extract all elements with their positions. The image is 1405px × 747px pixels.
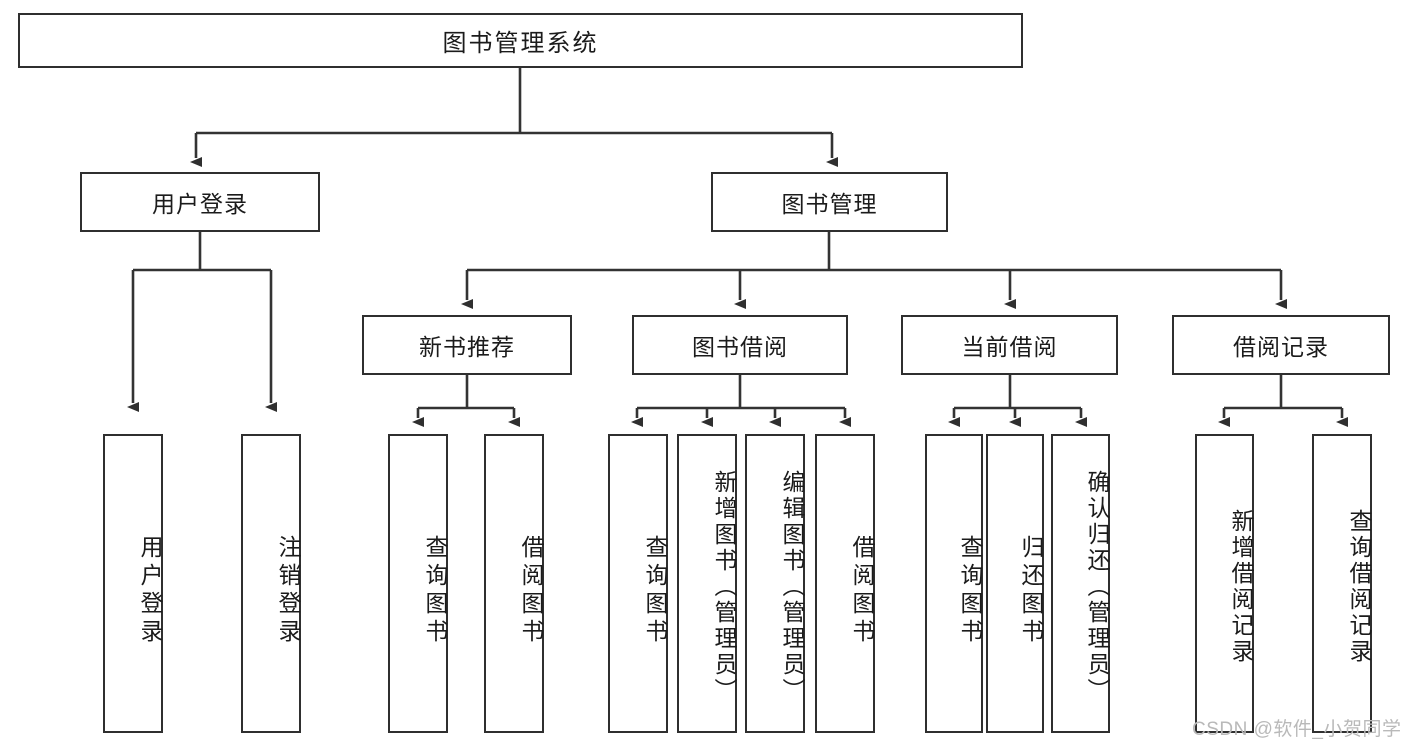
node-root-system[interactable]: 图书管理系统 — [18, 13, 1023, 68]
node-leaf-query-book-1[interactable]: 查询图书 — [388, 434, 448, 733]
node-borrow-record[interactable]: 借阅记录 — [1172, 315, 1390, 375]
node-leaf-query-book-2[interactable]: 查询图书 — [608, 434, 668, 733]
node-leaf-user-login[interactable]: 用户登录 — [103, 434, 163, 733]
watermark-credit: CSDN @软件_小贺同学 — [1192, 719, 1402, 740]
node-user-login[interactable]: 用户登录 — [80, 172, 320, 232]
node-leaf-return-book[interactable]: 归还图书 — [986, 434, 1044, 733]
node-leaf-add-book-admin[interactable]: 新增图书（管理员） — [677, 434, 737, 733]
node-book-borrow[interactable]: 图书借阅 — [632, 315, 848, 375]
node-leaf-borrow-book-2[interactable]: 借阅图书 — [815, 434, 875, 733]
node-leaf-confirm-return-admin[interactable]: 确认归还（管理员） — [1051, 434, 1110, 733]
node-leaf-add-borrow-record[interactable]: 新增借阅记录 — [1195, 434, 1254, 733]
node-leaf-logout-login[interactable]: 注销登录 — [241, 434, 301, 733]
node-leaf-query-borrow-record[interactable]: 查询借阅记录 — [1312, 434, 1372, 733]
node-leaf-query-book-3[interactable]: 查询图书 — [925, 434, 983, 733]
node-book-management[interactable]: 图书管理 — [711, 172, 948, 232]
node-leaf-edit-book-admin[interactable]: 编辑图书（管理员） — [745, 434, 805, 733]
node-leaf-borrow-book-1[interactable]: 借阅图书 — [484, 434, 544, 733]
node-current-borrow[interactable]: 当前借阅 — [901, 315, 1118, 375]
node-new-book-recommend[interactable]: 新书推荐 — [362, 315, 572, 375]
